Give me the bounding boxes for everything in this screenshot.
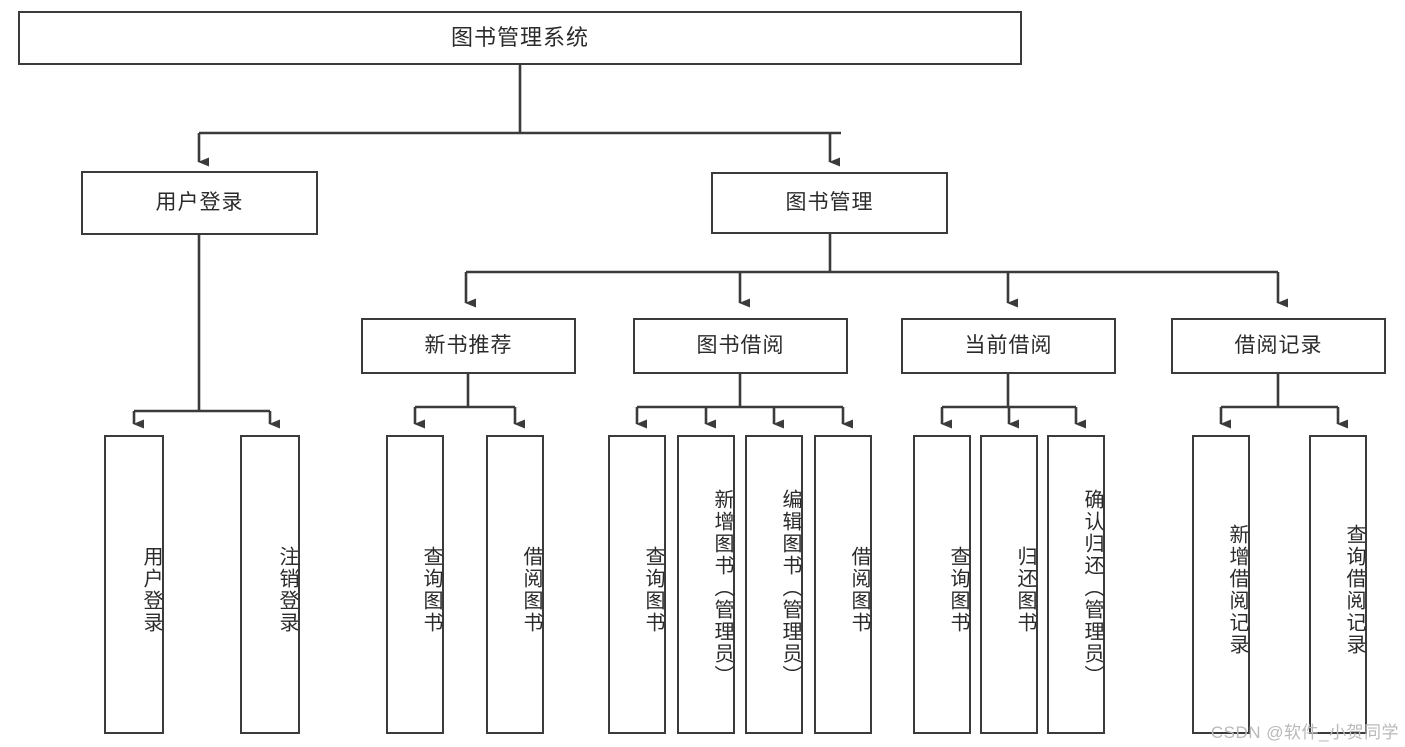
node-current-borrow[interactable]: 当前借阅 bbox=[901, 318, 1116, 374]
leaf-return-book[interactable]: 归还图书 bbox=[980, 435, 1038, 734]
leaf-user-login[interactable]: 用户登录 bbox=[104, 435, 164, 734]
leaf-query-borrow-record[interactable]: 查询借阅记录 bbox=[1309, 435, 1367, 734]
leaf-borrow-book[interactable]: 借阅图书 bbox=[814, 435, 872, 734]
csdn-watermark: CSDN @软件_小贺同学 bbox=[1210, 723, 1399, 742]
leaf-confirm-return-admin[interactable]: 确认归还（管理员） bbox=[1047, 435, 1105, 734]
node-book-borrow[interactable]: 图书借阅 bbox=[633, 318, 848, 374]
leaf-edit-book-admin[interactable]: 编辑图书（管理员） bbox=[745, 435, 803, 734]
leaf-query-book-recommend[interactable]: 查询图书 bbox=[386, 435, 444, 734]
node-borrow-record[interactable]: 借阅记录 bbox=[1171, 318, 1386, 374]
node-book-management[interactable]: 图书管理 bbox=[711, 172, 948, 234]
leaf-borrow-book-recommend[interactable]: 借阅图书 bbox=[486, 435, 544, 734]
node-root-system[interactable]: 图书管理系统 bbox=[18, 11, 1022, 65]
node-new-book-recommend[interactable]: 新书推荐 bbox=[361, 318, 576, 374]
leaf-query-book-borrow[interactable]: 查询图书 bbox=[608, 435, 666, 734]
node-user-login[interactable]: 用户登录 bbox=[81, 171, 318, 235]
leaf-logout-login[interactable]: 注销登录 bbox=[240, 435, 300, 734]
leaf-query-book-current[interactable]: 查询图书 bbox=[913, 435, 971, 734]
leaf-add-book-admin[interactable]: 新增图书（管理员） bbox=[677, 435, 735, 734]
leaf-add-borrow-record[interactable]: 新增借阅记录 bbox=[1192, 435, 1250, 734]
